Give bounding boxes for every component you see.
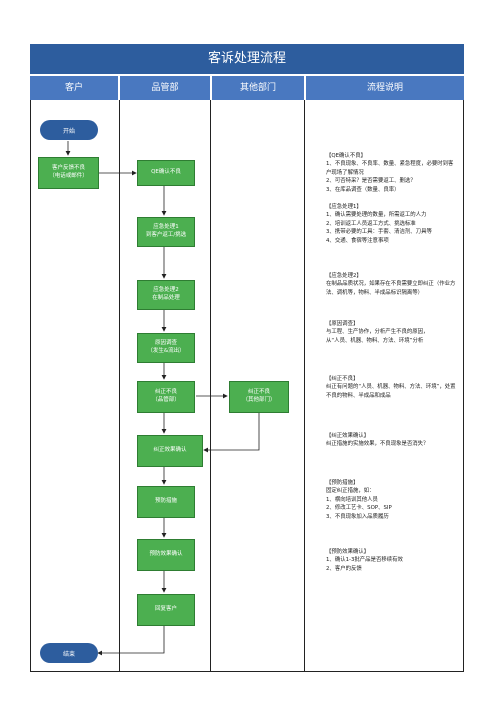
note-title: 【原因调查】: [326, 321, 359, 327]
note-line: 与工程、生产协作，分析产生不良的原因，: [326, 329, 429, 336]
note-title: 【应急处理1】: [326, 204, 362, 210]
edge-other-to-verify: [203, 413, 260, 453]
note-emergency2: 【应急处理2】 在制品品质状况，如果存在不良需要立即纠正（作业方法、调机等，物料…: [326, 272, 458, 297]
column-header-description: 流程说明: [306, 76, 464, 100]
node-reply: 回复客户: [137, 594, 195, 626]
note-line: 3、不良现象加入品质履历: [326, 513, 389, 520]
note-line: 2、培训返工人员返工方式、挑选标准: [326, 220, 416, 227]
note-line: 固定纠正措施，如：: [326, 488, 375, 495]
note-title: 【纠正效果确认】: [326, 433, 370, 439]
note-line: 3、在库品调查（数量、良率）: [326, 186, 400, 193]
node-verify-correct: 纠正效果确认: [137, 435, 203, 467]
note-line: 4、交通、食宿等注意事项: [326, 237, 389, 244]
note-line: 3、携带必要的工具：手套、清洁剂、刀具等: [326, 229, 432, 236]
note-line: 从“人员、机器、物料、方法、环境”分析: [326, 337, 424, 344]
note-title: 【应急处理2】: [326, 273, 362, 279]
note-correct: 【纠正不良】 纠正有问题的“人员、机器、物料、方法、环境”，处置不良的物料、半成…: [326, 375, 458, 400]
node-correct-other: 纠正不良 （其他部门）: [229, 381, 289, 413]
note-line: 2、客户的反馈: [326, 565, 362, 572]
note-line: 1、横向培训其他人员: [326, 496, 378, 503]
node-customer-report: 客户反馈不良 （电话或邮件）: [38, 157, 99, 189]
note-verify-prevent: 【预防效果确认】 1、确认1-3批产品是否移续有效 2、客户的反馈: [326, 548, 458, 573]
note-line: 在制品品质状况，如果存在不良需要立即纠正（作业方法、调机等，物料、半成品标识隔离…: [326, 281, 456, 296]
node-prevent: 预防措施: [137, 486, 195, 518]
node-emergency1: 应急处理1 到客户返工/挑选: [137, 217, 195, 247]
note-line: 1、确认1-3批产品是否移续有效: [326, 557, 403, 564]
node-qe-confirm: QE确认不良: [137, 160, 195, 186]
note-line: 纠正措施的实施效果，不良现象是否消失？: [326, 441, 429, 448]
node-correct-qa: 纠正不良 （品管部）: [137, 381, 195, 413]
note-line: 2、可否特采？是否需要返工、删选？: [326, 178, 416, 185]
note-line: 1、不良现象、不良率、数量、紧急程度，必要时到客户现场了解情况: [326, 161, 454, 176]
note-prevent: 【预防措施】 固定纠正措施，如： 1、横向培训其他人员 2、修改工艺卡、SOP、…: [326, 479, 458, 521]
column-header-customer: 客户: [30, 76, 118, 100]
column-header-qa: 品管部: [120, 76, 210, 100]
chart-title: 客诉处理流程: [30, 44, 464, 74]
lane-description: [305, 100, 464, 671]
note-title: 【预防措施】: [326, 480, 359, 486]
note-root-cause: 【原因调查】 与工程、生产协作，分析产生不良的原因， 从“人员、机器、物料、方法…: [326, 320, 458, 345]
note-line: 2、修改工艺卡、SOP、SIP: [326, 505, 392, 512]
end-terminal: 结束: [40, 643, 98, 663]
lane-qa: [119, 100, 211, 671]
chart-bottom-border: [30, 671, 464, 672]
node-verify-prevent: 预防效果确认: [137, 539, 195, 571]
note-emergency1: 【应急处理1】 1、确认需要处理的数量，所需返工的人力 2、培训返工人员返工方式…: [326, 203, 458, 245]
note-title: 【QE确认不良】: [326, 153, 366, 159]
note-qe-confirm: 【QE确认不良】 1、不良现象、不良率、数量、紧急程度，必要时到客户现场了解情况…: [326, 152, 458, 194]
note-line: 1、确认需要处理的数量，所需返工的人力: [326, 212, 427, 219]
column-header-other-dept: 其他部门: [212, 76, 304, 100]
start-terminal: 开始: [40, 120, 98, 140]
note-verify-correct: 【纠正效果确认】 纠正措施的实施效果，不良现象是否消失？: [326, 432, 458, 449]
node-emergency2: 应急处理2 在制品处理: [137, 280, 195, 310]
note-title: 【纠正不良】: [326, 376, 359, 382]
node-root-cause: 原因调查 （发生&流出）: [137, 333, 195, 363]
lane-customer: [30, 100, 120, 671]
note-line: 纠正有问题的“人员、机器、物料、方法、环境”，处置不良的物料、半成品和成品: [326, 384, 456, 399]
edge-reply-to-end: [97, 626, 165, 656]
note-title: 【预防效果确认】: [326, 549, 370, 555]
lane-other-dept: [211, 100, 305, 671]
